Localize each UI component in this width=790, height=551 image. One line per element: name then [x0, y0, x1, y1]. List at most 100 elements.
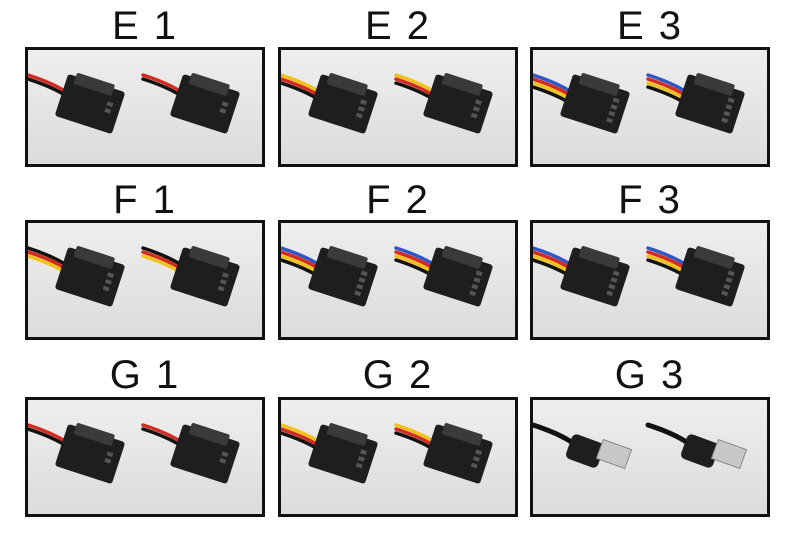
pin-hole	[222, 272, 230, 279]
connector-latch	[693, 72, 735, 96]
connector-left	[281, 245, 378, 307]
pin-hole	[725, 277, 733, 283]
pin-hole	[360, 270, 368, 277]
pin-hole	[355, 462, 363, 469]
connector-latch	[578, 245, 620, 269]
wire	[141, 73, 185, 95]
pin-hole	[469, 290, 477, 297]
connector-latch	[73, 422, 115, 446]
label-f2: F 2	[366, 178, 430, 222]
connector-photo	[533, 72, 745, 134]
connector-left	[533, 422, 633, 470]
connector-latch	[73, 72, 115, 96]
label-e3: E 3	[616, 4, 684, 48]
pin-hole	[475, 270, 483, 277]
panel-g3	[530, 397, 770, 517]
usb-plug	[595, 438, 633, 470]
pin-hole	[354, 290, 362, 297]
pin-hole	[606, 117, 614, 124]
connector-right	[394, 245, 493, 307]
panel-e3	[530, 47, 770, 167]
connector-latch	[188, 72, 230, 96]
wire	[533, 422, 576, 446]
label-e2: E 2	[364, 4, 432, 48]
panel-f2	[278, 220, 518, 340]
pin-hole	[355, 112, 363, 119]
pin-hole	[727, 97, 735, 104]
pin-hole	[104, 457, 112, 464]
panel-f1	[25, 220, 265, 340]
connector-left	[281, 422, 378, 484]
connector-latch	[441, 72, 483, 96]
pin-hole	[475, 99, 483, 106]
pin-hole	[610, 104, 618, 110]
panel-f3	[530, 220, 770, 340]
pin-hole	[472, 106, 480, 112]
pin-hole	[608, 110, 616, 117]
wire	[141, 423, 185, 445]
connector-left	[533, 245, 630, 307]
connector-left	[281, 72, 378, 134]
connector-right	[646, 72, 745, 134]
pin-hole	[725, 104, 733, 110]
usb-body	[565, 434, 605, 468]
pin-hole	[471, 283, 479, 290]
connector-right	[645, 422, 748, 470]
pin-hole	[606, 290, 614, 297]
pin-hole	[106, 101, 114, 107]
usb-plug	[710, 438, 748, 470]
wire	[28, 423, 70, 445]
label-g1: G 1	[109, 353, 181, 397]
panel-e1	[25, 47, 265, 167]
pin-hole	[104, 279, 112, 285]
connector-latch	[441, 245, 483, 269]
pin-hole	[612, 97, 620, 104]
connector-photo	[28, 422, 240, 484]
pin-hole	[470, 462, 478, 469]
pin-hole	[475, 449, 483, 456]
connector-right	[141, 72, 240, 134]
pin-hole	[219, 279, 227, 285]
pin-hole	[472, 456, 480, 462]
panel-g1	[25, 397, 265, 517]
label-g3: G 3	[614, 353, 686, 397]
pin-hole	[723, 283, 731, 290]
connector-right	[394, 422, 493, 484]
pin-hole	[358, 277, 366, 283]
pin-hole	[357, 456, 365, 462]
connector-latch	[693, 245, 735, 269]
connector-latch	[326, 422, 368, 446]
pin-hole	[727, 270, 735, 277]
connector-left	[28, 72, 125, 134]
label-f1: F 1	[113, 178, 177, 222]
label-g2: G 2	[362, 353, 434, 397]
connector-latch	[326, 72, 368, 96]
label-f3: F 3	[618, 178, 682, 222]
wire	[645, 422, 691, 446]
connector-photo	[281, 245, 493, 307]
pin-hole	[721, 117, 729, 124]
connector-left	[533, 72, 630, 134]
connector-photo	[533, 245, 745, 307]
connector-photo	[28, 72, 240, 134]
pin-hole	[608, 283, 616, 290]
pin-hole	[221, 101, 229, 107]
connector-photo	[281, 422, 493, 484]
connector-photo	[281, 72, 493, 134]
pin-hole	[723, 110, 731, 117]
pin-hole	[470, 112, 478, 119]
pin-hole	[102, 285, 110, 292]
pin-hole	[360, 449, 368, 456]
pin-hole	[356, 283, 364, 290]
pin-hole	[473, 277, 481, 283]
connector-left	[28, 245, 125, 307]
pin-hole	[106, 451, 114, 457]
pin-hole	[219, 457, 227, 464]
connector-latch	[578, 72, 620, 96]
label-e1: E 1	[111, 4, 179, 48]
connector-right	[646, 245, 745, 307]
connector-right	[141, 422, 240, 484]
pin-hole	[610, 277, 618, 283]
panel-g2	[278, 397, 518, 517]
wire	[28, 73, 70, 95]
